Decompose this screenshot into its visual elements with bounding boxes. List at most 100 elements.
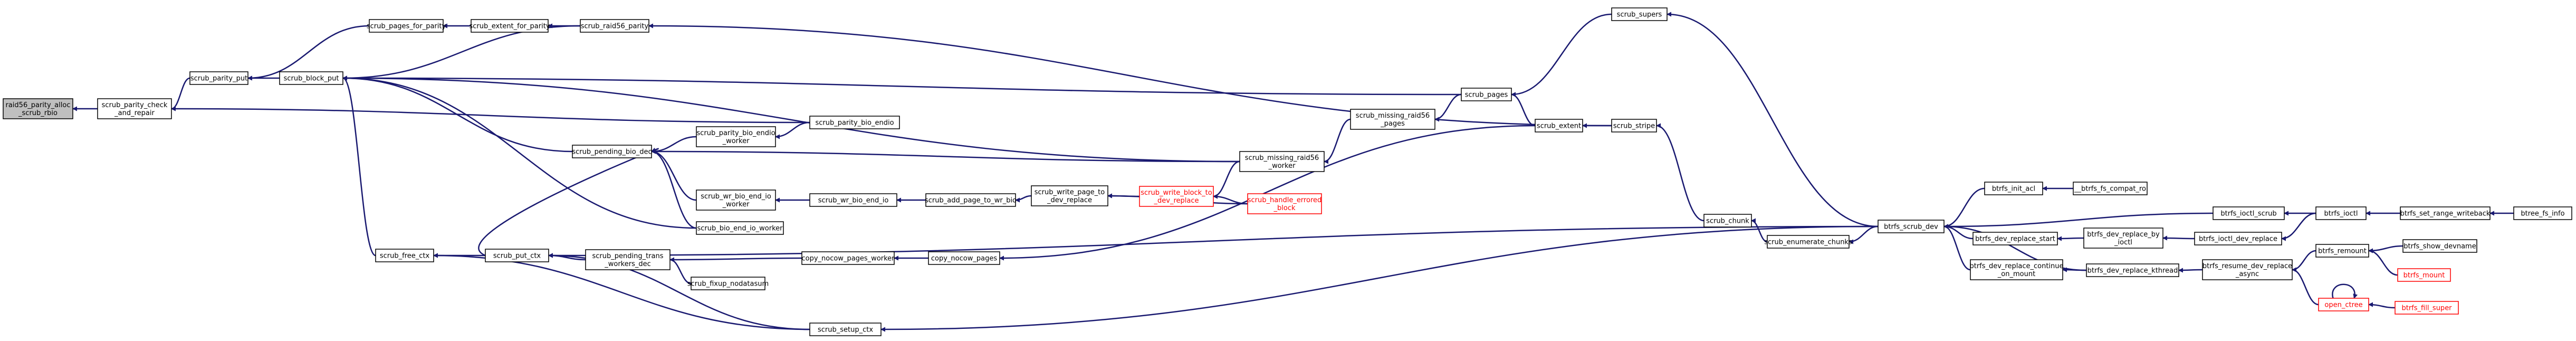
node-label-line: scrub_supers — [1617, 11, 1662, 19]
edge-n11-to-n10 — [775, 121, 810, 139]
node-copy-nocow-pages[interactable]: copy_nocow_pages — [928, 251, 1000, 265]
node-btrfs-resume-dev-replace-async[interactable]: btrfs_resume_dev_replace_async — [2202, 259, 2293, 280]
node-label-line: scrub_stripe — [1613, 122, 1655, 130]
node-scrub-parity-bio-endio[interactable]: scrub_parity_bio_endio — [809, 116, 900, 129]
node-label-line: btree_fs_info — [2521, 210, 2564, 218]
node-scrub-add-page-to-wr-bio[interactable]: scrub_add_page_to_wr_bio — [925, 193, 1017, 207]
edge-n8-to-n9 — [478, 147, 659, 257]
edge-n38-to-n37 — [2057, 236, 2084, 241]
node-scrub-raid56-parity[interactable]: scrub_raid56_parity — [580, 19, 649, 33]
edge-n18-to-n3 — [342, 75, 1240, 163]
node-scrub-setup-ctx[interactable]: scrub_setup_ctx — [809, 323, 882, 336]
node-label-line: scrub_write_block_to — [1141, 189, 1212, 197]
node-scrub-enumerate-chunks[interactable]: scrub_enumerate_chunks — [1764, 235, 1852, 249]
edge-n32-to-n25 — [1849, 225, 1879, 244]
node-label-line: btrfs_dev_replace_continue — [1969, 262, 2063, 270]
edge-n7-to-n3 — [342, 75, 376, 257]
node-label-line: scrub_add_page_to_wr_bio — [925, 197, 1017, 205]
node-label-line: scrub_enumerate_chunks — [1764, 239, 1852, 247]
node-label-line: _worker — [1268, 162, 1296, 170]
node-btrfs-fill-super[interactable]: btrfs_fill_super — [2395, 301, 2459, 315]
node-btrfs-dev-replace-kthread[interactable]: btrfs_dev_replace_kthread — [2086, 263, 2179, 277]
node-scrub-fixup-nodatasum[interactable]: scrub_fixup_nodatasum — [687, 277, 769, 290]
node-label-line: scrub_extent — [1537, 122, 1581, 130]
node-btrfs-ioctl-dev-replace[interactable]: btrfs_ioctl_dev_replace — [2194, 232, 2282, 245]
node-scrub-block-put[interactable]: scrub_block_put — [279, 71, 343, 85]
node-box — [696, 221, 784, 235]
node-box — [1767, 235, 1850, 249]
edge-n26-to-n3 — [342, 75, 697, 229]
node-btrfs-dev-replace-by-ioctl[interactable]: btrfs_dev_replace_by_ioctl — [2083, 228, 2163, 249]
node-box — [925, 193, 1016, 207]
node-box — [809, 193, 897, 207]
node-btrfs-dev-replace-continue-on-mount[interactable]: btrfs_dev_replace_continue_on_mount — [1969, 259, 2064, 280]
edge-n19-to-n18 — [1324, 118, 1351, 164]
edge-n45-to-n44 — [2292, 250, 2316, 272]
node-btrfs-init-acl[interactable]: btrfs_init_acl — [1984, 182, 2043, 195]
node-box — [809, 323, 882, 336]
node-open-ctree[interactable]: open_ctree — [2318, 298, 2369, 311]
node-btrfs-ioctl[interactable]: btrfs_ioctl — [2315, 206, 2367, 220]
node-scrub-extent-for-parity[interactable]: scrub_extent_for_parity — [470, 19, 550, 33]
node-scrub-missing-raid56-pages[interactable]: scrub_missing_raid56_pages — [1350, 109, 1435, 130]
node-btrfs-fs-compat-ro[interactable]: __btrfs_fs_compat_ro — [2073, 182, 2148, 195]
node-btrfs-dev-replace-start[interactable]: btrfs_dev_replace_start — [1972, 232, 2058, 245]
node-box — [2318, 298, 2369, 311]
node-btrfs-mount[interactable]: btrfs_mount — [2397, 268, 2451, 282]
node-btree-fs-info[interactable]: btree_fs_info — [2513, 206, 2572, 220]
node-box — [2194, 232, 2282, 245]
edge-n15-to-n14 — [1015, 195, 1032, 203]
node-copy-nocow-pages-worker[interactable]: copy_nocow_pages_worker — [801, 251, 895, 265]
node-scrub-extent[interactable]: scrub_extent — [1535, 119, 1583, 132]
node-scrub-pages-for-parity[interactable]: scrub_pages_for_parity — [367, 19, 446, 33]
node-scrub-write-block-to-dev-replace[interactable]: scrub_write_block_to_dev_replace — [1139, 186, 1214, 207]
node-btrfs-remount[interactable]: btrfs_remount — [2315, 244, 2369, 258]
node-scrub-missing-raid56-worker[interactable]: scrub_missing_raid56_worker — [1239, 151, 1325, 172]
node-scrub-stripe[interactable]: scrub_stripe — [1611, 119, 1657, 132]
edge-n35-to-n32 — [1943, 187, 1985, 229]
node-scrub-parity-bio-endio-worker[interactable]: scrub_parity_bio_endio_worker — [696, 126, 776, 147]
edge-n42-to-n32 — [1943, 224, 1971, 271]
node-scrub-pending-trans-workers-dec[interactable]: scrub_pending_trans_workers_dec — [585, 249, 671, 270]
edge-n39-to-n38 — [2162, 235, 2195, 241]
node-scrub-parity-put[interactable]: scrub_parity_put — [189, 71, 248, 85]
node-box — [2400, 206, 2491, 220]
node-scrub-pages[interactable]: scrub_pages — [1461, 88, 1512, 101]
node-scrub-pending-bio-dec[interactable]: scrub_pending_bio_dec — [572, 145, 652, 158]
node-btrfs-show-devname[interactable]: btrfs_show_devname — [2402, 239, 2477, 253]
edge-n18-to-n9 — [651, 149, 1240, 163]
node-scrub-free-ctx[interactable]: scrub_free_ctx — [375, 249, 434, 262]
node-scrub-wr-bio-end-io[interactable]: scrub_wr_bio_end_io — [809, 193, 897, 207]
node-box — [189, 71, 248, 85]
edge-n6-to-n3 — [342, 25, 581, 81]
node-label-line: raid56_parity_alloc — [6, 101, 71, 109]
node-scrub-put-ctx[interactable]: scrub_put_ctx — [485, 249, 549, 262]
node-scrub-wr-bio-end-io-worker[interactable]: scrub_wr_bio_end_io_worker — [696, 190, 776, 211]
node-scrub-supers[interactable]: scrub_supers — [1611, 7, 1668, 21]
node-scrub-write-page-to-dev-replace[interactable]: scrub_write_page_to_dev_replace — [1031, 185, 1108, 206]
node-box — [2315, 206, 2367, 220]
node-label-line: btrfs_show_devname — [2403, 243, 2476, 251]
edge-n4-to-n2 — [247, 25, 370, 81]
node-box — [1611, 119, 1657, 132]
node-btrfs-set-range-writeback[interactable]: btrfs_set_range_writeback — [2400, 206, 2491, 220]
node-label-line: btrfs_dev_replace_kthread — [2087, 267, 2178, 275]
node-btrfs-scrub-dev[interactable]: btrfs_scrub_dev — [1878, 220, 1945, 233]
node-label-line: scrub_parity_check — [102, 101, 168, 109]
node-btrfs-ioctl-scrub[interactable]: btrfs_ioctl_scrub — [2213, 206, 2285, 220]
edge-n20-to-n3 — [342, 75, 1462, 96]
edge-n23-to-n20 — [1511, 13, 1612, 97]
node-box — [801, 251, 895, 265]
edge-n32-to-n31 — [880, 225, 1879, 332]
node-raid56-parity-alloc-scrub-rbio: raid56_parity_alloc_scrub_rbio — [3, 98, 73, 119]
node-box — [2083, 228, 2163, 249]
node-scrub-bio-end-io-worker[interactable]: scrub_bio_end_io_worker — [696, 221, 784, 235]
node-scrub-chunk[interactable]: scrub_chunk — [1703, 214, 1752, 228]
node-box — [485, 249, 549, 262]
node-box — [691, 277, 765, 290]
node-label-line: scrub_fixup_nodatasum — [687, 280, 769, 288]
node-scrub-handle-errored-block[interactable]: scrub_handle_errored_block — [1247, 193, 1322, 214]
node-label-line: scrub_bio_end_io_worker — [697, 225, 783, 233]
node-scrub-parity-check-and-repair[interactable]: scrub_parity_check_and_repair — [97, 98, 172, 119]
